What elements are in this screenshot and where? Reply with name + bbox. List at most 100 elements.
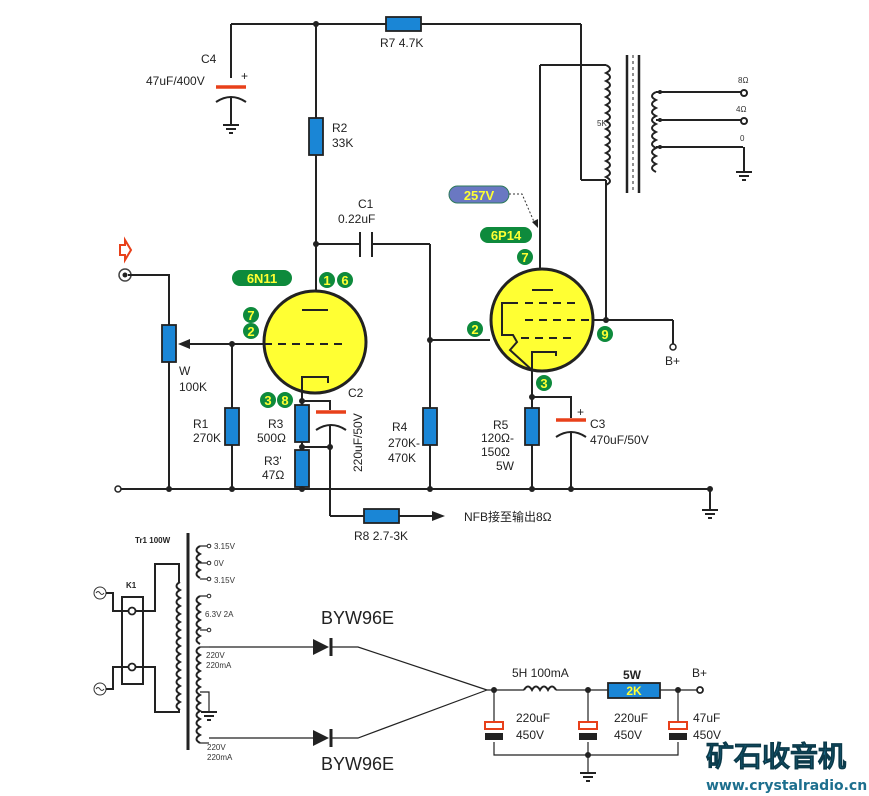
svg-text:3: 3 xyxy=(540,376,547,391)
filter-resistor-2k[interactable]: 2K 5W xyxy=(607,668,661,699)
r-2k-value: 2K xyxy=(626,684,642,698)
c4-plus: + xyxy=(241,69,248,83)
hv1-current: 220mA xyxy=(206,661,232,670)
cap2-value: 220uF xyxy=(614,711,648,725)
filter-cap-2[interactable]: 220uF 450V xyxy=(578,711,648,742)
filter-cap-3[interactable]: 47uF 450V xyxy=(668,711,721,742)
svg-text:6N11: 6N11 xyxy=(247,271,277,286)
svg-text:257V: 257V xyxy=(464,188,495,203)
c1-value: 0.22uF xyxy=(338,212,375,226)
svg-text:6P14: 6P14 xyxy=(491,228,522,243)
ground-rail xyxy=(114,485,718,519)
tube-6n11[interactable]: 6N11 1 6 7 2 3 8 xyxy=(232,270,368,408)
svg-text:6: 6 xyxy=(341,273,348,288)
cap1-value: 220uF xyxy=(516,711,550,725)
c4-value: 47uF/400V xyxy=(146,74,205,88)
watermark-url: www.crystalradio.cn xyxy=(706,778,867,794)
nfb-label: NFB接至输出8Ω xyxy=(464,509,552,524)
resistor-r3-prime[interactable]: R3' 47Ω xyxy=(262,449,310,489)
r2-label: R2 xyxy=(332,121,348,135)
diode1-label: BYW96E xyxy=(321,608,394,628)
svg-text:8: 8 xyxy=(281,393,288,408)
svg-text:1: 1 xyxy=(323,273,330,288)
filter-section: B+ 5H 100mA xyxy=(487,666,707,782)
c1-label: C1 xyxy=(358,197,374,211)
output-transformer[interactable]: 5K 8Ω 4Ω 0 xyxy=(597,55,752,193)
c4-label: C4 xyxy=(201,52,217,66)
svg-text:7: 7 xyxy=(247,308,254,323)
r3-value: 500Ω xyxy=(257,431,286,445)
filter-cap-1[interactable]: 220uF 450V xyxy=(484,711,550,742)
r3-label: R3 xyxy=(268,417,284,431)
k1-label: K1 xyxy=(126,581,137,590)
diode2-label: BYW96E xyxy=(321,754,394,774)
resistor-r3[interactable]: R3 500Ω xyxy=(257,404,310,445)
output-8ohm-terminal[interactable] xyxy=(740,89,748,97)
hv2-current: 220mA xyxy=(207,753,233,762)
r8-label: R8 2.7-3K xyxy=(354,529,408,543)
ot-primary-label: 5K xyxy=(597,119,607,128)
capacitor-c1[interactable]: C1 0.22uF xyxy=(316,197,430,257)
r5-value3: 5W xyxy=(496,459,515,473)
cap2-voltage: 450V xyxy=(614,728,642,742)
tube1-cathode-pins: 3 8 xyxy=(260,392,293,408)
c2-label: C2 xyxy=(348,386,364,400)
r7-label: R7 4.7K xyxy=(380,36,423,50)
r-2k-power: 5W xyxy=(623,668,642,682)
b-plus-terminal[interactable] xyxy=(669,343,677,351)
c3-plus: + xyxy=(577,405,584,419)
hv1-voltage: 220V xyxy=(206,651,225,660)
watermark: 矿石收音机 www.crystalradio.cn xyxy=(706,740,868,794)
watermark-title: 矿石收音机 xyxy=(706,740,846,773)
tap-4ohm-label: 4Ω xyxy=(736,105,746,114)
diode-d2[interactable]: BYW96E xyxy=(313,689,488,774)
power-transformer[interactable]: Tr1 100W 3.15V 0V 3.15V 6.3V 2A 220V 220… xyxy=(135,533,236,762)
capacitor-c4[interactable]: + C4 47uF/400V xyxy=(146,52,248,134)
input-section[interactable] xyxy=(118,236,170,325)
svg-text:2: 2 xyxy=(471,322,478,337)
c3-label: C3 xyxy=(590,417,606,431)
cap3-value: 47uF xyxy=(693,711,720,725)
resistor-r8[interactable]: R8 2.7-3K xyxy=(330,508,445,543)
output-4ohm-terminal[interactable] xyxy=(740,117,748,125)
cap3-voltage: 450V xyxy=(693,728,721,742)
svg-text:7: 7 xyxy=(521,250,528,265)
c2-value: 220uF/50V xyxy=(351,413,365,472)
input-arrow-icon xyxy=(119,236,133,264)
resistor-r2[interactable]: R2 33K xyxy=(308,117,353,156)
tube2-voltage-badge: 257V xyxy=(448,185,538,228)
psu-b-plus-label: B+ xyxy=(692,666,707,680)
psu-b-plus-terminal[interactable] xyxy=(696,686,704,694)
tube2-pins: 7 2 9 3 xyxy=(467,249,613,391)
r3p-value: 47Ω xyxy=(262,468,284,482)
r3p-label: R3' xyxy=(264,454,282,468)
svg-text:9: 9 xyxy=(601,327,608,342)
tr1-label: Tr1 100W xyxy=(135,536,171,545)
capacitor-c2[interactable]: C2 220uF/50V xyxy=(315,386,365,516)
heater-0v: 0V xyxy=(214,559,224,568)
c3-value: 470uF/50V xyxy=(590,433,649,447)
diode-d1[interactable]: BYW96E xyxy=(313,608,488,691)
tube1-type-badge: 6N11 xyxy=(232,270,292,286)
svg-text:3: 3 xyxy=(264,393,271,408)
r5-label: R5 xyxy=(493,418,509,432)
r5-value2: 150Ω xyxy=(481,445,510,459)
resistor-r1[interactable]: R1 270K xyxy=(193,344,240,489)
resistor-r4[interactable]: R4 270K- 470K xyxy=(388,407,438,489)
tap-8ohm-label: 8Ω xyxy=(738,76,748,85)
w-label: W xyxy=(179,364,191,378)
resistor-r7[interactable]: R7 4.7K xyxy=(380,16,423,50)
heater-3v15-b: 3.15V xyxy=(214,576,236,585)
capacitor-c3[interactable]: + C3 470uF/50V xyxy=(555,405,649,489)
cap1-voltage: 450V xyxy=(516,728,544,742)
resistor-r5[interactable]: R5 120Ω- 150Ω 5W xyxy=(481,407,540,489)
r1-value: 270K xyxy=(193,431,221,445)
tube-6p14[interactable]: 6P14 257V 7 2 9 3 xyxy=(448,185,613,391)
tube2-type-badge: 6P14 xyxy=(480,227,532,243)
potentiometer-w[interactable]: W 100K xyxy=(161,324,263,489)
r5-value1: 120Ω- xyxy=(481,431,514,445)
heater-6v3: 6.3V 2A xyxy=(205,610,234,619)
mains-switch-k1[interactable]: K1 xyxy=(93,563,180,713)
tap-0-label: 0 xyxy=(740,134,745,143)
